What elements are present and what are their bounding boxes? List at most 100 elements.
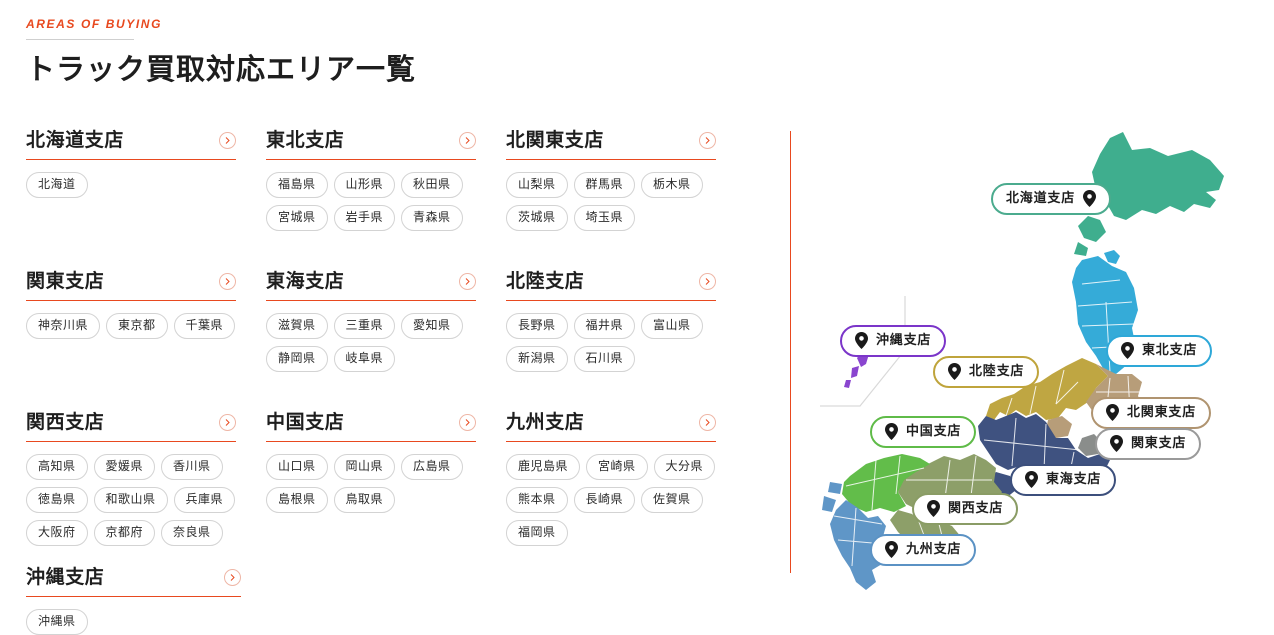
prefecture-chip[interactable]: 大阪府 (26, 519, 88, 546)
prefecture-chip[interactable]: 新潟県 (506, 345, 568, 372)
prefecture-chip[interactable]: 岐阜県 (333, 345, 396, 372)
map-label-hokkaido[interactable]: 北海道支店 (991, 183, 1112, 215)
map-label-text: 北関東支店 (1127, 404, 1197, 420)
map-label-kanto[interactable]: 関東支店 (1095, 428, 1202, 460)
prefecture-chip[interactable]: 三重県 (333, 312, 396, 339)
map-pin-icon (1121, 342, 1134, 359)
section-divider (790, 131, 791, 573)
prefecture-chip[interactable]: 岡山県 (333, 453, 396, 480)
chevron-right-icon[interactable] (699, 131, 716, 149)
prefecture-chip[interactable]: 長野県 (506, 312, 568, 339)
prefecture-chip[interactable]: 京都府 (93, 519, 156, 546)
map-label-kansai[interactable]: 関西支店 (912, 493, 1019, 525)
prefecture-chip[interactable]: 兵庫県 (173, 486, 236, 513)
chevron-right-icon[interactable] (224, 568, 241, 586)
chevron-right-icon[interactable] (219, 272, 236, 290)
branch-header[interactable]: 九州支店 (506, 412, 716, 442)
prefecture-chip[interactable]: 埼玉県 (573, 204, 636, 231)
branch-block-chugoku[interactable]: 中国支店 山口県 岡山県 広島県 島根県 鳥取県 (266, 412, 476, 546)
branch-header[interactable]: 北海道支店 (26, 130, 236, 160)
branch-row: 北海道支店 北海道 東北支店 福島県 山形県 秋田県 宮城県 岩手 (26, 130, 746, 231)
map-label-okinawa[interactable]: 沖縄支店 (840, 325, 947, 357)
prefecture-chip[interactable]: 宮城県 (266, 204, 328, 231)
branch-header[interactable]: 北関東支店 (506, 130, 716, 160)
branch-header[interactable]: 関東支店 (26, 271, 236, 301)
prefecture-chip[interactable]: 和歌山県 (93, 486, 168, 513)
prefecture-chip[interactable]: 福井県 (573, 312, 636, 339)
prefecture-chip[interactable]: 群馬県 (573, 171, 636, 198)
map-region-hokuriku[interactable] (986, 358, 1108, 420)
prefecture-chip[interactable]: 千葉県 (173, 312, 236, 339)
chevron-right-icon[interactable] (459, 131, 476, 149)
prefecture-chip[interactable]: 鹿児島県 (506, 453, 581, 480)
map-label-hokuriku[interactable]: 北陸支店 (933, 356, 1040, 388)
prefecture-chip[interactable]: 栃木県 (641, 171, 703, 198)
prefecture-chip[interactable]: 沖縄県 (26, 608, 88, 635)
branch-block-tohoku[interactable]: 東北支店 福島県 山形県 秋田県 宮城県 岩手県 青森県 (266, 130, 476, 231)
branch-block-tokai[interactable]: 東海支店 滋賀県 三重県 愛知県 静岡県 岐阜県 (266, 271, 476, 372)
branch-header[interactable]: 沖縄支店 (26, 567, 241, 597)
chevron-right-icon[interactable] (699, 272, 716, 290)
map-region-kyushu[interactable] (822, 482, 888, 590)
prefecture-chip[interactable]: 広島県 (401, 453, 463, 480)
prefecture-chip[interactable]: 滋賀県 (266, 312, 328, 339)
prefecture-chip[interactable]: 岩手県 (333, 204, 396, 231)
prefecture-chip[interactable]: 東京都 (106, 312, 168, 339)
chevron-right-icon[interactable] (219, 413, 236, 431)
prefecture-chip[interactable]: 香川県 (161, 453, 223, 480)
map-label-tokai[interactable]: 東海支店 (1010, 464, 1117, 496)
map-label-tohoku[interactable]: 東北支店 (1106, 335, 1213, 367)
prefecture-chip[interactable]: 神奈川県 (26, 312, 101, 339)
branch-header[interactable]: 中国支店 (266, 412, 476, 442)
branch-block-kyushu[interactable]: 九州支店 鹿児島県 宮崎県 大分県 熊本県 長崎県 佐賀県 福岡県 (506, 412, 716, 546)
prefecture-chip[interactable]: 山口県 (266, 453, 328, 480)
branch-block-kita-kanto[interactable]: 北関東支店 山梨県 群馬県 栃木県 茨城県 埼玉県 (506, 130, 716, 231)
prefecture-chip[interactable]: 宮崎県 (586, 453, 648, 480)
prefecture-chip[interactable]: 北海道 (26, 171, 88, 198)
prefecture-chip[interactable]: 長崎県 (573, 486, 636, 513)
branch-header[interactable]: 東海支店 (266, 271, 476, 301)
prefecture-chip[interactable]: 島根県 (266, 486, 328, 513)
chevron-right-icon[interactable] (459, 272, 476, 290)
prefecture-chip[interactable]: 富山県 (641, 312, 703, 339)
prefecture-chip[interactable]: 石川県 (573, 345, 636, 372)
branch-header[interactable]: 東北支店 (266, 130, 476, 160)
prefecture-chip[interactable]: 鳥取県 (333, 486, 396, 513)
prefecture-chip[interactable]: 静岡県 (266, 345, 328, 372)
prefecture-chip[interactable]: 大分県 (653, 453, 716, 480)
prefecture-chip[interactable]: 山梨県 (506, 171, 568, 198)
branch-header[interactable]: 関西支店 (26, 412, 236, 442)
prefecture-chip[interactable]: 秋田県 (401, 171, 463, 198)
prefecture-chip[interactable]: 佐賀県 (641, 486, 703, 513)
branch-block-hokuriku[interactable]: 北陸支店 長野県 福井県 富山県 新潟県 石川県 (506, 270, 716, 372)
prefecture-list: 長野県 福井県 富山県 新潟県 石川県 (506, 312, 716, 372)
prefecture-chip[interactable]: 徳島県 (26, 486, 88, 513)
prefecture-chip[interactable]: 山形県 (333, 171, 396, 198)
map-pin-icon (927, 500, 940, 517)
branch-block-hokkaido[interactable]: 北海道支店 北海道 (26, 130, 236, 231)
prefecture-chip[interactable]: 高知県 (26, 453, 88, 480)
map-label-text: 九州支店 (906, 541, 962, 557)
map-region-hokkaido[interactable] (1074, 132, 1224, 256)
chevron-right-icon[interactable] (459, 413, 476, 431)
branch-block-kansai[interactable]: 関西支店 高知県 愛媛県 香川県 徳島県 和歌山県 兵庫県 大阪府 京都府 奈良… (26, 412, 236, 546)
branch-header[interactable]: 北陸支店 (506, 270, 716, 301)
branch-title: 北陸支店 (506, 270, 585, 292)
branch-block-okinawa[interactable]: 沖縄支店 沖縄県 (26, 567, 241, 635)
map-label-chugoku[interactable]: 中国支店 (870, 416, 977, 448)
map-label-kyushu[interactable]: 九州支店 (870, 534, 977, 566)
prefecture-chip[interactable]: 青森県 (401, 204, 463, 231)
prefecture-list: 高知県 愛媛県 香川県 徳島県 和歌山県 兵庫県 大阪府 京都府 奈良県 (26, 453, 236, 546)
chevron-right-icon[interactable] (699, 413, 716, 431)
prefecture-chip[interactable]: 福島県 (266, 171, 328, 198)
prefecture-chip[interactable]: 福岡県 (506, 519, 568, 546)
prefecture-chip[interactable]: 熊本県 (506, 486, 568, 513)
prefecture-chip[interactable]: 愛知県 (401, 312, 463, 339)
branch-block-kanto[interactable]: 関東支店 神奈川県 東京都 千葉県 (26, 271, 236, 372)
prefecture-chip[interactable]: 茨城県 (506, 204, 568, 231)
chevron-right-icon[interactable] (219, 131, 236, 149)
map-label-kita-kanto[interactable]: 北関東支店 (1091, 397, 1212, 429)
prefecture-chip[interactable]: 愛媛県 (93, 453, 156, 480)
prefecture-chip[interactable]: 奈良県 (161, 519, 223, 546)
map-region-chugoku[interactable] (842, 454, 930, 512)
